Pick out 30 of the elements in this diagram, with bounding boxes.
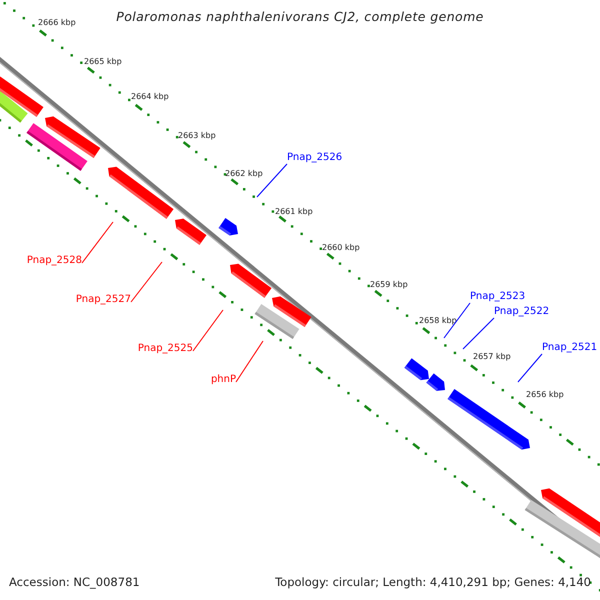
leader-line (130, 262, 162, 302)
leader-line (518, 354, 542, 382)
scale-label: 2664 kbp (131, 92, 169, 101)
gene-label: Pnap_2522 (494, 305, 550, 318)
scale-label: 2663 kbp (178, 131, 216, 140)
footer-text: Topology: circular; Length: 4,410,291 bp; Genes: 4,140 (275, 575, 591, 589)
gene-label: Pnap_2521 (542, 341, 598, 354)
title: Polaromonas naphthalenivorans CJ2, complete genome (116, 9, 484, 24)
leader-line (82, 222, 114, 264)
gene-label: Pnap_2523 (470, 290, 526, 303)
footer-text: Accession: NC_008781 (9, 575, 140, 589)
scale-label: 2666 kbp (38, 18, 76, 27)
scale-label: 2660 kbp (322, 243, 360, 252)
leader-line (444, 302, 470, 338)
gene-label: Pnap_2528 (26, 254, 82, 267)
scale-label: 2659 kbp (370, 280, 408, 289)
leader-line (236, 340, 264, 382)
scale-label: 2665 kbp (84, 57, 122, 66)
leader-line (192, 310, 224, 352)
scale-label: 2656 kbp (526, 390, 564, 399)
gene-label: Pnap_2525 (138, 342, 193, 355)
scale-label: 2662 kbp (225, 169, 263, 178)
gene-label: Pnap_2527 (76, 293, 131, 306)
scale-label: 2661 kbp (275, 207, 313, 216)
gene-label: phnP (210, 373, 236, 386)
scale-label: 2658 kbp (419, 316, 457, 325)
gene-label: Pnap_2526 (287, 151, 342, 164)
leader-line (462, 318, 494, 350)
scale-label: 2657 kbp (473, 352, 511, 361)
leader-line (256, 164, 288, 198)
